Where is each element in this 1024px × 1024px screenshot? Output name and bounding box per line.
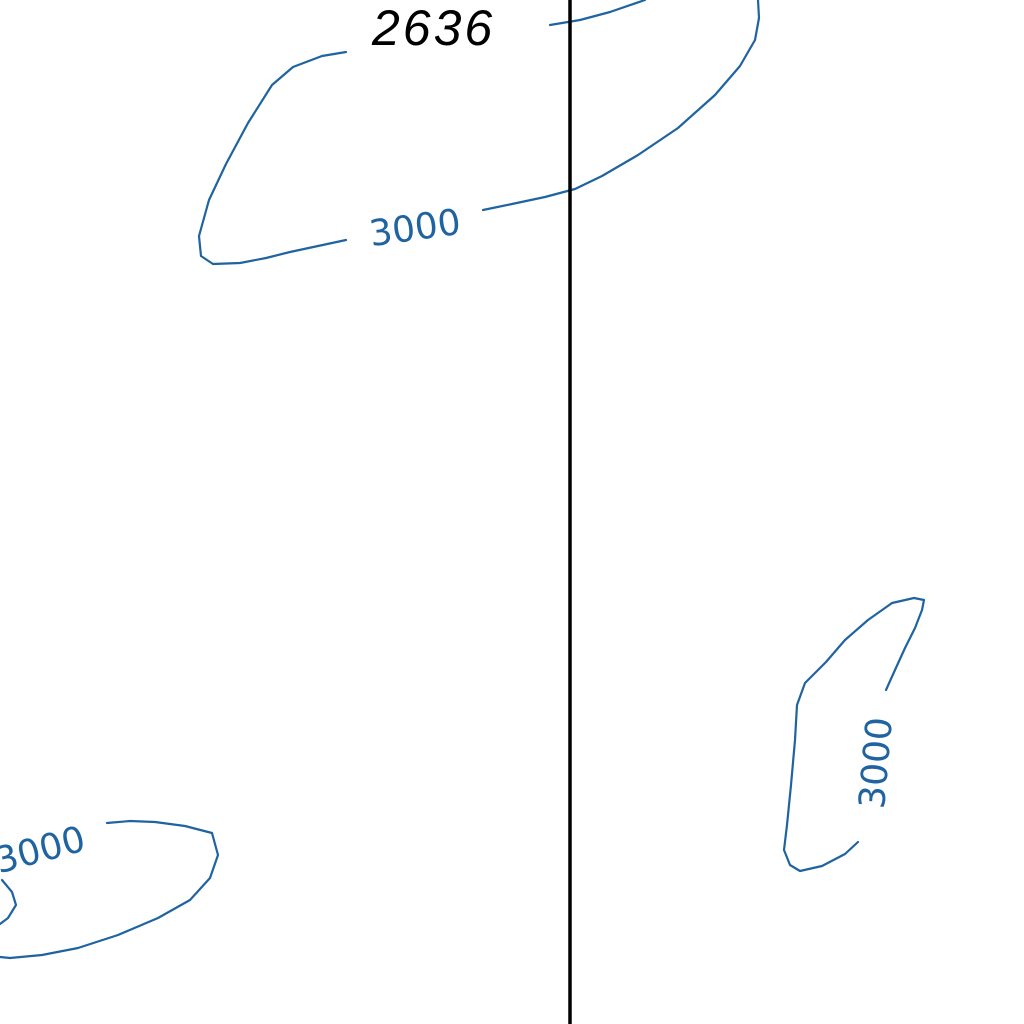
contour-line-top-neck <box>548 0 647 27</box>
contour-line-top <box>197 50 348 266</box>
peak-elevation-label: 2636 <box>371 0 495 56</box>
contour-line-top-right <box>481 0 761 212</box>
contour-line-bottom-left-inner <box>0 878 18 926</box>
contour-line-right <box>782 596 926 873</box>
contour-line-bottom-left <box>0 819 220 960</box>
contour-label-right: 3000 <box>852 716 901 811</box>
